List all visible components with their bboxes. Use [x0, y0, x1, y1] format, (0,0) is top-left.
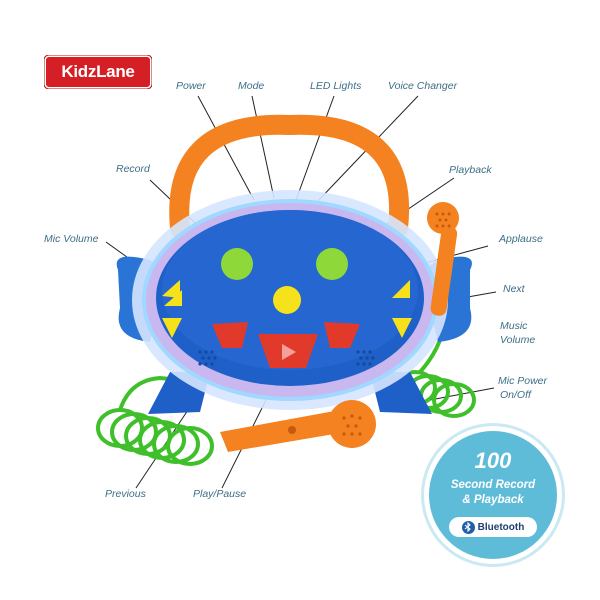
logo-text: KidzLane	[61, 62, 135, 81]
bluetooth-icon	[461, 520, 475, 534]
music-volume-up-button[interactable]	[392, 280, 410, 298]
callout-power: Power	[176, 80, 206, 92]
callout-play-pause: Play/Pause	[193, 488, 247, 500]
coiled-cord-right	[393, 319, 476, 418]
callout-mic-volume: Mic Volume	[44, 233, 99, 245]
applause-button[interactable]	[273, 286, 301, 314]
standing-microphone	[427, 202, 459, 316]
coiled-cord-left	[96, 375, 214, 466]
record-button[interactable]	[221, 248, 253, 280]
callout-led-lights: LED Lights	[310, 80, 362, 92]
callout-music: Music	[500, 320, 528, 332]
mic-volume-down-button[interactable]	[162, 318, 182, 338]
play-pause-icon	[282, 344, 296, 360]
kidzlane-logo: KidzLane	[43, 54, 153, 90]
music-volume-down-button[interactable]	[392, 318, 412, 338]
callout-volume: Volume	[500, 334, 536, 346]
callout-mode: Mode	[238, 80, 265, 92]
playback-button[interactable]	[316, 248, 348, 280]
callout-playback: Playback	[449, 164, 492, 176]
carry-handle	[169, 114, 410, 238]
speaker-grill-left	[198, 350, 217, 366]
record-playback-badge: 100 Second Record & Playback Bluetooth	[421, 423, 565, 567]
badge-number: 100	[474, 448, 512, 473]
bluetooth-pill: Bluetooth	[449, 517, 537, 537]
next-button[interactable]	[324, 322, 360, 348]
badge-line-1: Second Record	[450, 479, 536, 491]
callout-mic-power-onoff: On/Off	[500, 389, 531, 401]
callout-mic-power: Mic Power	[498, 375, 548, 387]
callout-previous: Previous	[105, 488, 146, 500]
previous-button[interactable]	[212, 322, 248, 348]
speaker-grill-right	[356, 350, 375, 366]
badge-inner-circle: 100 Second Record & Playback Bluetooth	[429, 431, 557, 559]
bluetooth-label: Bluetooth	[477, 521, 525, 533]
callout-next: Next	[503, 283, 525, 295]
handheld-microphone	[220, 400, 376, 452]
callout-applause: Applause	[499, 233, 543, 245]
mic-volume-up-button-2[interactable]	[162, 280, 180, 298]
badge-line-2: & Playback	[462, 494, 524, 506]
callout-voice-changer: Voice Changer	[388, 80, 458, 92]
callout-record: Record	[116, 163, 150, 175]
